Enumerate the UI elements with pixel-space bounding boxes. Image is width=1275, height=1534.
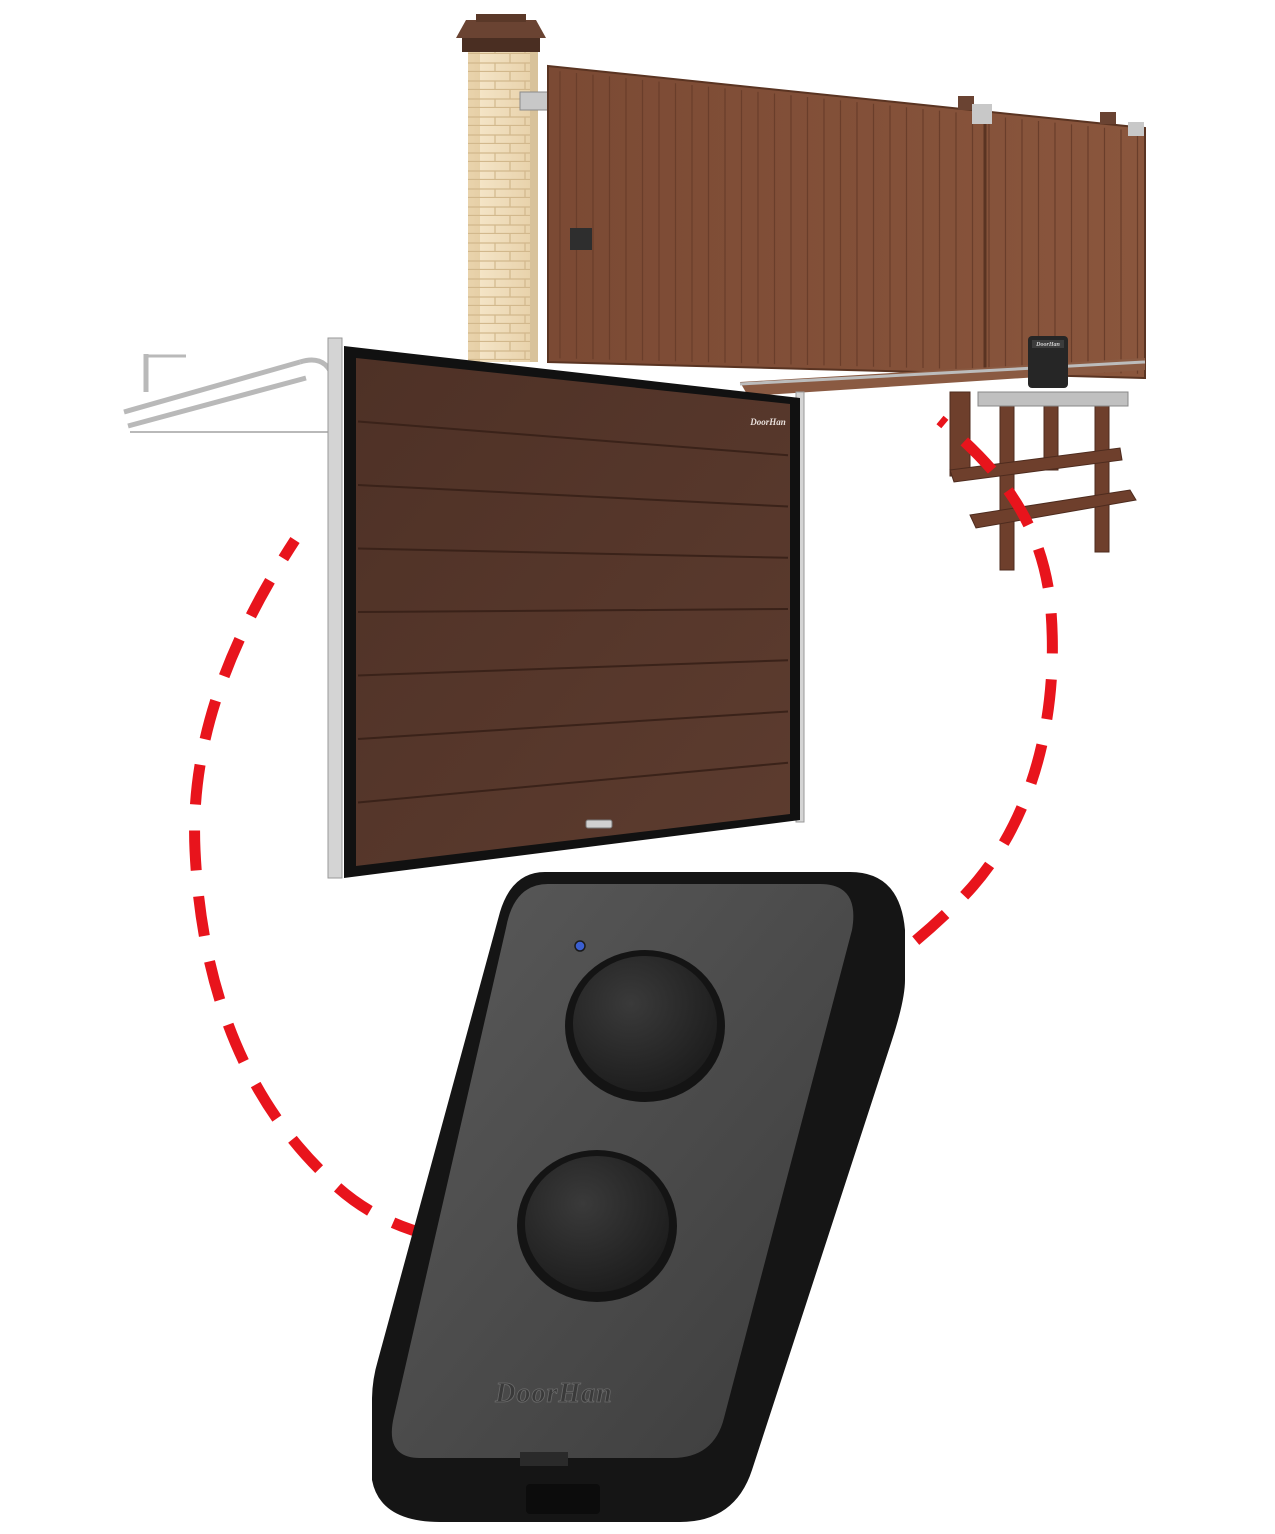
remote-indicator-led xyxy=(574,940,586,952)
gate-motor-logo: DoorHan xyxy=(1035,342,1060,348)
remote-control-icon: DoorHan xyxy=(372,872,905,1522)
garage-door-groove xyxy=(357,710,789,740)
remote-button-1[interactable] xyxy=(565,950,725,1102)
gate-motor: DoorHan xyxy=(1028,336,1068,388)
garage-door-groove xyxy=(357,608,789,613)
garage-door-groove xyxy=(357,547,789,559)
garage-door-groove xyxy=(357,484,789,508)
garage-door-handle xyxy=(585,819,613,829)
remote-button-2[interactable] xyxy=(517,1150,677,1302)
gate-foundation-frame xyxy=(949,391,1137,571)
garage-door-groove xyxy=(357,761,789,804)
garage-door-icon: DoorHan xyxy=(123,337,805,879)
garage-door-side-rail xyxy=(327,337,343,879)
signal-path-garage xyxy=(189,537,497,1252)
garage-door-groove xyxy=(357,420,789,457)
garage-door-track xyxy=(123,354,339,433)
garage-door-logo: DoorHan xyxy=(749,417,786,427)
signal-path-gate xyxy=(740,415,1058,1038)
sliding-gate-icon: DoorHan xyxy=(456,14,1146,571)
remote-logo: DoorHan xyxy=(494,1378,612,1409)
garage-door-panel xyxy=(356,358,790,866)
brick-pillar xyxy=(456,14,546,362)
signal-path-icon xyxy=(189,415,1058,1252)
garage-door-groove xyxy=(357,659,789,677)
gate-panel xyxy=(547,64,1146,380)
